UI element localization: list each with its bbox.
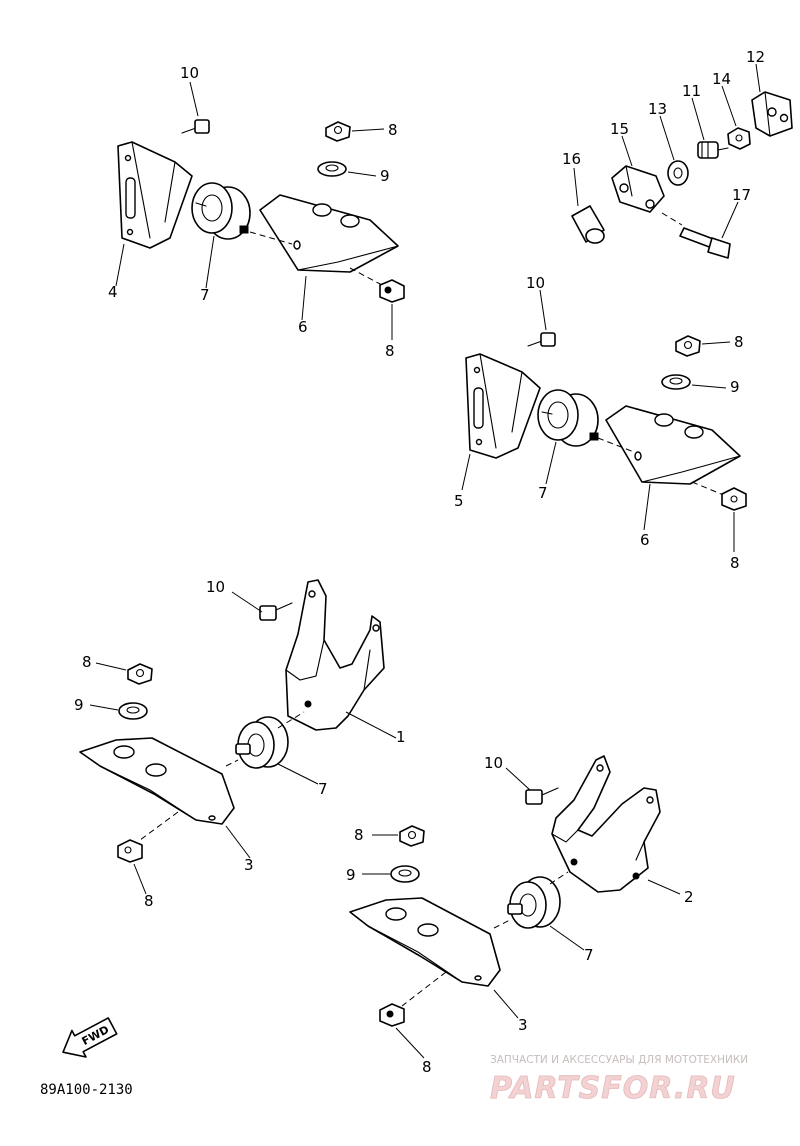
callout-8: 8 [82,653,92,671]
washer-9-b [661,374,691,390]
callout-8: 8 [385,342,395,360]
callout-6: 6 [298,318,308,336]
part-17 [679,227,731,259]
watermark-tagline: ЗАПЧАСТИ И АКСЕССУАРЫ ДЛЯ МОТОТЕХНИКИ [490,1054,748,1066]
washer-9-d [390,865,420,883]
part-11 [697,141,729,159]
callout-1: 1 [396,728,406,746]
callout-5: 5 [454,492,464,510]
mount-group-e [349,755,661,1027]
mount-group-c [465,332,747,511]
nut-8-h [379,1003,405,1027]
callout-10: 10 [180,64,199,82]
callout-7: 7 [200,286,210,304]
callout-8: 8 [734,333,744,351]
part-16 [571,205,605,244]
callout-16: 16 [562,150,581,168]
callout-13: 13 [648,100,667,118]
nut-8-a [325,121,351,142]
callout-6: 6 [640,531,650,549]
callout-12: 12 [746,48,765,66]
fwd-arrow: FWD [62,1017,118,1058]
callout-9: 9 [380,167,390,185]
watermark: ЗАПЧАСТИ И АКСЕССУАРЫ ДЛЯ МОТОТЕХНИКИ PA… [490,1054,749,1106]
callout-17: 17 [732,186,751,204]
damper-7-d [507,876,561,929]
callout-7: 7 [318,780,328,798]
callout-4: 4 [108,283,118,301]
callout-labels: 10 8 9 4 7 6 8 12 11 14 13 15 16 17 10 8… [74,48,765,1076]
nut-8-f [117,839,143,863]
callout-8: 8 [388,121,398,139]
part-13 [667,160,689,186]
callout-14: 14 [712,70,731,88]
callout-2: 2 [684,888,694,906]
plate-6-b [605,405,741,485]
plate-6-a [259,194,399,273]
callout-7: 7 [584,946,594,964]
mount-group-a [117,119,405,303]
callout-11: 11 [682,82,701,100]
bolt-10-b [527,332,556,347]
nut-8-e [127,663,153,685]
callout-10: 10 [526,274,545,292]
part-12 [751,91,793,137]
watermark-brand: PARTSFOR.RU [490,1071,736,1106]
callout-9: 9 [730,378,740,396]
washer-9-c [118,702,148,720]
bolt-10-d [525,787,559,805]
nut-8-d [721,487,747,511]
damper-7-b [537,389,599,447]
part-15 [611,165,665,213]
nut-8-c [675,335,701,357]
plate-3-b [349,897,501,987]
callout-10: 10 [484,754,503,772]
leader-lines [89,63,761,1059]
callout-15: 15 [610,120,629,138]
plate-3-a [79,737,235,825]
bracket-2 [551,755,661,893]
callout-9: 9 [346,866,356,884]
callout-3: 3 [518,1016,528,1034]
callout-8: 8 [422,1058,432,1076]
callout-8: 8 [730,554,740,572]
callout-8: 8 [144,892,154,910]
damper-7-a [191,182,251,240]
mount-group-b [571,91,793,259]
callout-8: 8 [354,826,364,844]
drawing-code: 89A100-2130 [40,1082,133,1098]
damper-7-c [235,716,289,769]
bolt-10-a [181,119,210,134]
part-14 [727,127,751,150]
washer-9-a [317,161,347,177]
bracket-1 [285,579,385,731]
nut-8-b [379,279,405,303]
mount-group-d [79,579,385,863]
callout-7: 7 [538,484,548,502]
callout-10: 10 [206,578,225,596]
bolt-10-c [259,602,293,621]
callout-3: 3 [244,856,254,874]
callout-9: 9 [74,696,84,714]
nut-8-g [399,825,425,847]
